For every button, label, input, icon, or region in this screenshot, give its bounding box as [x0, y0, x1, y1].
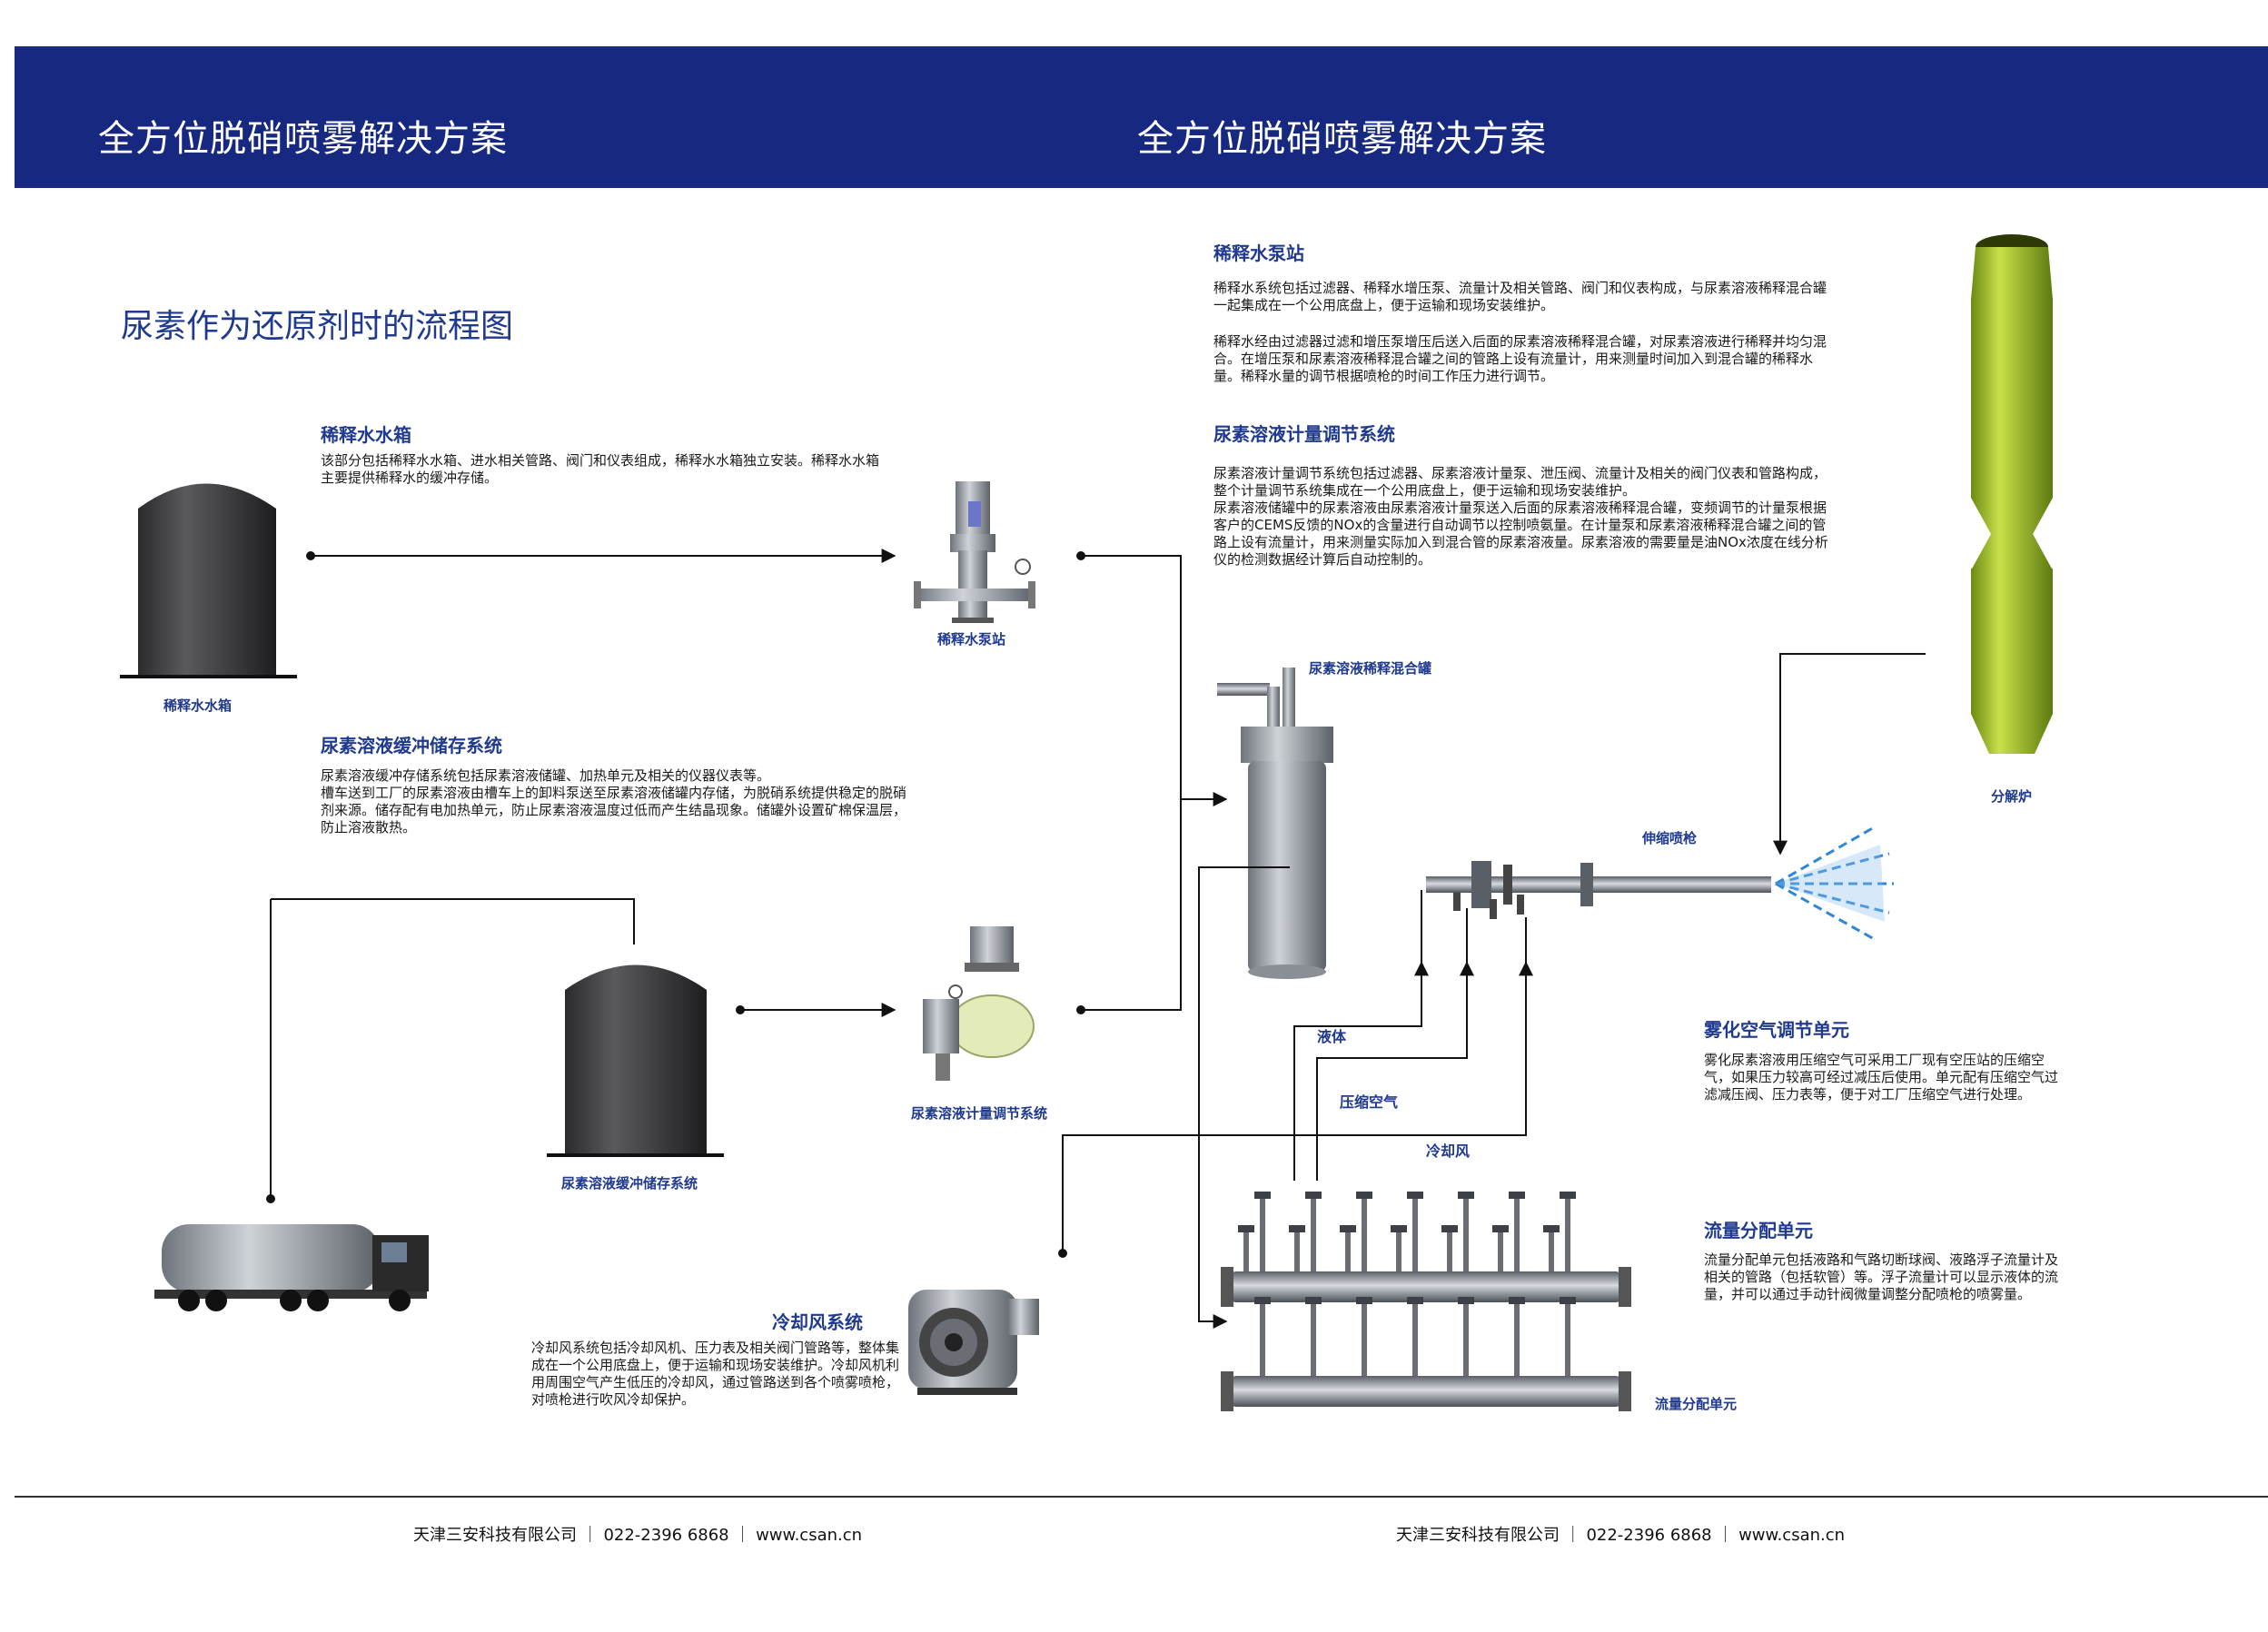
- header-title-left: 全方位脱硝喷雾解决方案: [98, 118, 508, 160]
- valve-handle: [1560, 1192, 1576, 1199]
- buffer-storage-title: 尿素溶液缓冲储存系统: [321, 735, 502, 757]
- flow-distribution-label: 流量分配单元: [1655, 1396, 1738, 1412]
- footer-rule: [15, 1496, 2268, 1498]
- valve-handle: [1407, 1192, 1423, 1199]
- urea-metering-pump: [923, 926, 1035, 1081]
- flow-dots: [266, 551, 1085, 1258]
- valve-stem: [1463, 1197, 1469, 1271]
- valve-handle: [1254, 1297, 1271, 1304]
- spray-mist: [1776, 845, 1885, 922]
- urea-mixing-tank: [1217, 668, 1333, 979]
- tanker-truck: [154, 1224, 429, 1311]
- valve-handle: [1492, 1225, 1509, 1232]
- valve-handle: [1254, 1192, 1271, 1199]
- atomizing-air-title: 雾化空气调节单元: [1704, 1019, 1849, 1041]
- valve-handle: [1391, 1225, 1407, 1232]
- dilution-water-tank: [120, 483, 297, 678]
- dilution-water-pump: [914, 481, 1035, 623]
- valve-stem: [1396, 1231, 1401, 1271]
- valve-handle: [1340, 1225, 1356, 1232]
- dilution-pump-text-2: 稀释水经由过滤器过滤和增压泵增压后送入后面的尿素溶液稀释混合罐，对尿素溶液进行稀…: [1213, 333, 1827, 384]
- valve-stem: [1412, 1197, 1418, 1271]
- dilution-tank-text: 该部分包括稀释水水箱、进水相关管路、阀门和仪表组成，稀释水水箱独立安装。稀释水水…: [321, 452, 880, 486]
- valve-stem: [1294, 1231, 1300, 1271]
- valve-handle: [1356, 1297, 1372, 1304]
- lance-label: 伸缩喷枪: [1642, 830, 1698, 846]
- valve-stem: [1345, 1231, 1351, 1271]
- valve-stem: [1514, 1302, 1520, 1376]
- flow-distribution-unit: [1221, 1267, 1631, 1411]
- valve-handle: [1305, 1192, 1322, 1199]
- cooling-fan: [908, 1290, 1039, 1395]
- header-title-right: 全方位脱硝喷雾解决方案: [1137, 118, 1547, 160]
- footer-right: 天津三安科技有限公司 ｜ 022-2396 6868 ｜ www.csan.cn: [1396, 1526, 1846, 1545]
- cooling-air-title: 冷却风系统: [772, 1311, 863, 1333]
- valve-handle: [1543, 1225, 1560, 1232]
- valve-stem: [1260, 1197, 1265, 1271]
- metering-label: 尿素溶液计量调节系统: [911, 1105, 1048, 1122]
- valve-stem: [1549, 1231, 1554, 1271]
- valve-handle: [1238, 1225, 1254, 1232]
- urea-buffer-tank: [547, 964, 724, 1157]
- valve-handle: [1458, 1192, 1474, 1199]
- buffer-storage-label: 尿素溶液缓冲储存系统: [561, 1175, 698, 1192]
- valve-stem: [1412, 1302, 1418, 1376]
- valve-handle: [1509, 1192, 1525, 1199]
- metering-title: 尿素溶液计量调节系统: [1213, 423, 1395, 445]
- valve-stem: [1565, 1302, 1570, 1376]
- page-title: 尿素作为还原剂时的流程图: [121, 308, 514, 345]
- valve-stem: [1362, 1302, 1367, 1376]
- decomposition-furnace: [1971, 234, 2053, 754]
- dilution-pump-text-1: 稀释水系统包括过滤器、稀释水增压泵、流量计及相关管路、阀门和仪表构成，与尿素溶液…: [1213, 280, 1827, 313]
- dilution-pump-label: 稀释水泵站: [937, 631, 1006, 648]
- distribution-valves: [1238, 1192, 1576, 1376]
- valve-handle: [1305, 1297, 1322, 1304]
- furnace-label: 分解炉: [1991, 788, 2033, 805]
- valve-stem: [1260, 1302, 1265, 1376]
- valve-stem: [1243, 1231, 1249, 1271]
- valve-handle: [1441, 1225, 1458, 1232]
- buffer-storage-text: 尿素溶液缓冲存储系统包括尿素溶液储罐、加热单元及相关的仪器仪表等。 槽车送到工厂…: [321, 767, 907, 836]
- dilution-tank-title: 稀释水水箱: [321, 424, 411, 446]
- valve-stem: [1362, 1197, 1367, 1271]
- valve-stem: [1565, 1197, 1570, 1271]
- valve-handle: [1458, 1297, 1474, 1304]
- valve-handle: [1289, 1225, 1305, 1232]
- dilution-pump-title: 稀释水泵站: [1213, 242, 1304, 264]
- compressed-air-label: 压缩空气: [1340, 1093, 1399, 1111]
- mixing-tank-label: 尿素溶液稀释混合罐: [1309, 660, 1432, 677]
- telescopic-lance: [1426, 861, 1771, 919]
- valve-stem: [1498, 1231, 1503, 1271]
- valve-handle: [1509, 1297, 1525, 1304]
- header-band: [15, 46, 2268, 188]
- metering-text: 尿素溶液计量调节系统包括过滤器、尿素溶液计量泵、泄压阀、流量计及相关的阀门仪表和…: [1213, 465, 1828, 568]
- valve-stem: [1447, 1231, 1452, 1271]
- flow-distribution-text: 流量分配单元包括液路和气路切断球阀、液路浮子流量计及相关的管路（包括软管）等。浮…: [1704, 1251, 2059, 1302]
- spray-cone: [1775, 825, 1894, 942]
- valve-stem: [1463, 1302, 1469, 1376]
- cooling-air-text: 冷却风系统包括冷却风机、压力表及相关阀门管路等，整体集成在一个公用底盘上，便于运…: [531, 1340, 900, 1408]
- valve-handle: [1560, 1297, 1576, 1304]
- valve-handle: [1356, 1192, 1372, 1199]
- valve-stem: [1311, 1197, 1316, 1271]
- valve-stem: [1311, 1302, 1316, 1376]
- cooling-wind-label: 冷却风: [1426, 1142, 1471, 1160]
- flow-distribution-title: 流量分配单元: [1704, 1220, 1813, 1241]
- dilution-tank-label: 稀释水水箱: [163, 697, 233, 714]
- valve-handle: [1407, 1297, 1423, 1304]
- valve-stem: [1514, 1197, 1520, 1271]
- liquid-label: 液体: [1317, 1028, 1347, 1045]
- footer-left: 天津三安科技有限公司 ｜ 022-2396 6868 ｜ www.csan.cn: [413, 1526, 863, 1545]
- flow-lines: [270, 549, 1926, 1329]
- atomizing-air-text: 雾化尿素溶液用压缩空气可采用工厂现有空压站的压缩空气，如果压力较高可经过减压后使…: [1704, 1052, 2059, 1103]
